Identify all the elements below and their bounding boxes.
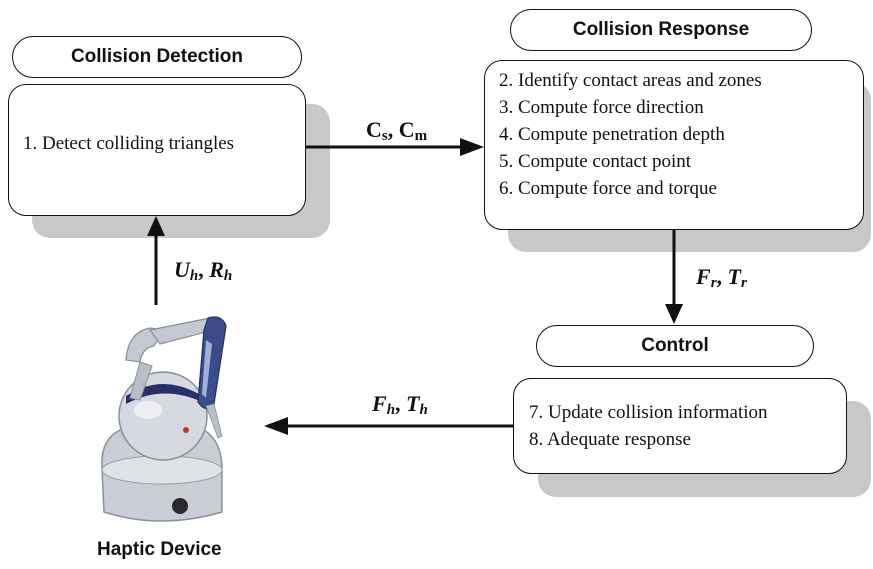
response-step: 2. Identify contact areas and zones bbox=[499, 70, 762, 91]
edge-label-uh-subscript: h bbox=[189, 268, 199, 284]
collision-detection-panel: 1. Detect colliding triangles bbox=[8, 84, 306, 216]
edge-label-separator: , bbox=[716, 264, 728, 289]
response-step: 3. Compute force direction bbox=[499, 97, 704, 118]
edge-label-cs-symbol: C bbox=[366, 117, 382, 142]
collision-response-title-text: Collision Response bbox=[572, 19, 750, 40]
edge-label-fh-th: Fh, Th bbox=[372, 391, 428, 419]
edge-label-uh-rh: Uh, Rh bbox=[174, 257, 232, 285]
edge-label-cm-symbol: C bbox=[398, 117, 415, 142]
collision-detection-title-text: Collision Detection bbox=[70, 46, 244, 67]
edge-label-separator: , bbox=[395, 391, 407, 416]
response-step: 4. Compute penetration depth bbox=[499, 124, 725, 145]
edge-label-fh-subscript: h bbox=[386, 402, 396, 418]
control-step: 7. Update collision information bbox=[529, 402, 768, 423]
edge-label-rh-symbol: R bbox=[209, 257, 224, 282]
edge-label-tr-subscript: r bbox=[740, 275, 747, 291]
collision-detection-title: Collision Detection bbox=[12, 36, 302, 78]
edge-label-th-subscript: h bbox=[419, 402, 428, 418]
edge-label-fr-tr: Fr, Tr bbox=[696, 264, 747, 292]
control-step: 8. Adequate response bbox=[529, 429, 691, 450]
edge-label-uh-symbol: U bbox=[174, 257, 190, 282]
response-step: 6. Compute force and torque bbox=[499, 178, 717, 199]
edge-label-th-symbol: T bbox=[406, 391, 420, 416]
haptic-device-illustration bbox=[101, 316, 227, 522]
edge-label-cs-subscript: s bbox=[381, 128, 388, 144]
edge-label-cs-cm: Cs, Cm bbox=[366, 117, 427, 145]
arrowhead-device-to-detection bbox=[147, 216, 165, 236]
response-step: 5. Compute contact point bbox=[499, 151, 692, 172]
control-panel: 7. Update collision information 8. Adequ… bbox=[513, 378, 847, 474]
haptic-device-caption: Haptic Device bbox=[97, 539, 222, 560]
collision-response-title: Collision Response bbox=[510, 9, 812, 51]
arrowhead-control-to-device bbox=[264, 417, 288, 435]
edge-label-separator: , bbox=[387, 117, 399, 142]
control-title: Control bbox=[536, 325, 814, 367]
collision-response-panel: 2. Identify contact areas and zones 3. C… bbox=[484, 60, 864, 230]
edge-label-fr-subscript: r bbox=[710, 275, 717, 291]
arrowhead-detection-to-response bbox=[460, 138, 484, 156]
edge-label-cm-subscript: m bbox=[414, 128, 428, 144]
edge-label-fh-symbol: F bbox=[372, 391, 387, 416]
edge-label-separator: , bbox=[198, 257, 210, 282]
arrowhead-response-to-control bbox=[665, 304, 683, 324]
detection-step: 1. Detect colliding triangles bbox=[23, 133, 235, 154]
control-title-text: Control bbox=[641, 335, 709, 356]
edge-label-rh-subscript: h bbox=[223, 268, 233, 284]
edge-label-fr-symbol: F bbox=[696, 264, 711, 289]
edge-label-tr-symbol: T bbox=[727, 264, 741, 289]
